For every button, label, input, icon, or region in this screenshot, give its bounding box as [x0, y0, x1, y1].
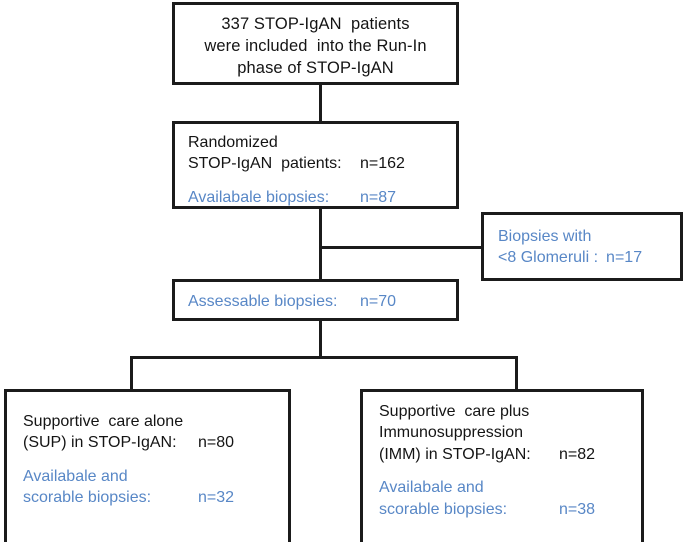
- connector-randomized-to-assessable: [319, 208, 322, 280]
- connector-split-bar: [130, 356, 518, 359]
- connector-assessable-to-split: [319, 320, 322, 359]
- imm-line-5: scorable biopsies: n=38: [379, 499, 641, 520]
- sup-line-3: Availabale and: [23, 467, 128, 485]
- spacer: [379, 465, 641, 477]
- sup-line-4: scorable biopsies: n=32: [23, 487, 288, 508]
- excluded-glomeruli-count: n=17: [606, 249, 643, 267]
- connector-split-to-imm: [515, 356, 518, 390]
- sup-patients-label: (SUP) in STOP-IgAN:: [23, 434, 177, 452]
- enrolled-line-2: were included into the Run-In: [204, 37, 427, 56]
- sup-scorable-count: n=32: [198, 489, 235, 507]
- node-excluded-biopsies: Biopsies with <8 Glomeruli : n=17: [481, 212, 683, 281]
- excluded-glomeruli-label: <8 Glomeruli :: [498, 249, 599, 267]
- connector-randomized-to-excluded: [319, 246, 483, 249]
- randomized-line-1: Randomized: [188, 134, 278, 151]
- enrolled-line-1: 337 STOP-IgAN patients: [221, 15, 410, 33]
- excluded-line-1: Biopsies with: [498, 228, 592, 245]
- node-supportive-care-alone: Supportive care alone (SUP) in STOP-IgAN…: [4, 389, 291, 542]
- node-enrolled-patients: 337 STOP-IgAN patients were included int…: [172, 2, 459, 85]
- randomized-line-3: Availabale biopsies: n=87: [188, 187, 456, 208]
- node-supportive-care-plus-immunosuppression: Supportive care plus Immunosuppression (…: [360, 389, 644, 542]
- imm-patients-count: n=82: [559, 445, 596, 463]
- assessable-line-1: Assessable biopsies: n=70: [188, 291, 456, 312]
- assessable-biopsies-count: n=70: [360, 293, 397, 310]
- imm-line-2: Immunosuppression: [379, 424, 524, 442]
- spacer: [23, 454, 288, 466]
- excluded-line-2: <8 Glomeruli : n=17: [498, 247, 680, 268]
- spacer: [188, 175, 456, 187]
- sup-line-1: Supportive care alone: [23, 413, 184, 430]
- sup-scorable-label: scorable biopsies:: [23, 489, 152, 507]
- available-biopsies-count: n=87: [360, 188, 397, 206]
- imm-line-3: (IMM) in STOP-IgAN: n=82: [379, 444, 641, 465]
- enrolled-line-3: phase of STOP-IgAN: [237, 59, 394, 78]
- sup-line-2: (SUP) in STOP-IgAN: n=80: [23, 432, 288, 453]
- node-assessable-biopsies: Assessable biopsies: n=70: [172, 279, 459, 321]
- node-randomized-patients: Randomized STOP-IgAN patients: n=162 Avai…: [172, 121, 459, 209]
- randomized-patients-label: STOP-IgAN patients:: [188, 155, 342, 173]
- available-biopsies-label: Availabale biopsies:: [188, 188, 330, 206]
- imm-patients-label: (IMM) in STOP-IgAN:: [379, 445, 531, 463]
- sup-patients-count: n=80: [198, 434, 235, 452]
- randomized-patients-count: n=162: [360, 155, 405, 173]
- randomized-line-2: STOP-IgAN patients: n=162: [188, 153, 456, 174]
- imm-line-1: Supportive care plus: [379, 403, 530, 420]
- imm-scorable-count: n=38: [559, 500, 596, 518]
- imm-scorable-label: scorable biopsies:: [379, 500, 508, 518]
- connector-split-to-sup: [130, 356, 133, 390]
- assessable-biopsies-label: Assessable biopsies:: [188, 293, 338, 310]
- imm-line-4: Availabale and: [379, 479, 484, 497]
- connector-enrolled-to-randomized: [319, 85, 322, 122]
